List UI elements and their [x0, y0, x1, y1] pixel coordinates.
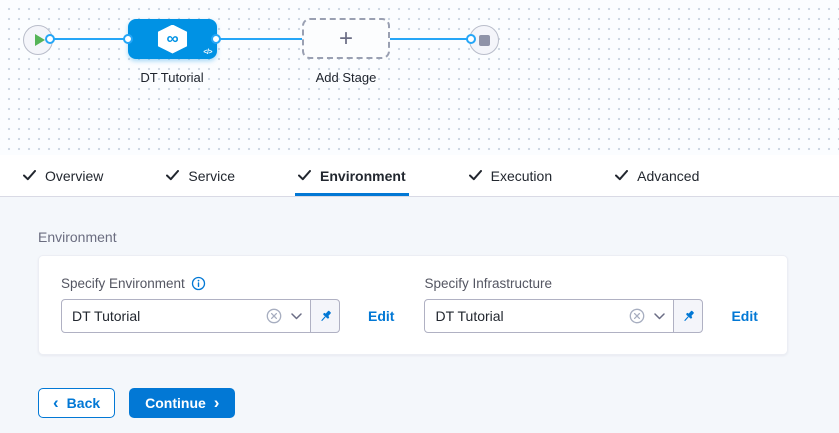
chevron-left-icon: ‹ — [53, 392, 59, 412]
deployment-hexagon-icon: ∞ — [157, 24, 188, 54]
back-button[interactable]: ‹ Back — [38, 388, 116, 418]
stop-icon — [478, 34, 490, 46]
stage-node-label: DT Tutorial — [140, 70, 204, 85]
code-badge-icon: </> — [203, 49, 212, 56]
check-icon — [615, 170, 629, 181]
tab-environment[interactable]: Environment — [295, 155, 409, 196]
chevron-down-icon[interactable] — [291, 312, 302, 320]
port-end-in — [466, 34, 476, 44]
edge-start-to-stage — [50, 38, 132, 40]
edit-environment-link[interactable]: Edit — [368, 308, 395, 324]
pipeline-canvas: ∞ </> DT Tutorial + Add Stage — [0, 0, 839, 155]
continue-button[interactable]: Continue › — [129, 388, 236, 418]
infrastructure-select[interactable] — [424, 299, 681, 333]
stage-node-dt-tutorial[interactable]: ∞ </> — [128, 19, 217, 59]
environment-tab-panel: Environment Specify Environment — [0, 197, 839, 433]
info-icon[interactable] — [191, 276, 206, 291]
chevron-down-icon[interactable] — [654, 312, 666, 320]
specify-environment-group: Specify Environment — [61, 276, 394, 333]
clear-icon[interactable] — [629, 308, 645, 324]
clear-icon[interactable] — [266, 308, 282, 324]
specify-environment-label: Specify Environment — [61, 276, 185, 291]
add-stage-label: Add Stage — [315, 70, 377, 85]
edge-stage-to-addstage — [215, 38, 303, 40]
port-start-out — [45, 34, 55, 44]
pin-icon — [320, 310, 331, 321]
chevron-right-icon: › — [213, 392, 220, 412]
environment-select[interactable] — [61, 299, 317, 333]
footer-actions: ‹ Back Continue › — [38, 388, 801, 418]
add-stage-button[interactable]: + — [302, 18, 390, 59]
section-title: Environment — [38, 229, 117, 245]
specify-infrastructure-group: Specify Infrastructure — [424, 276, 758, 333]
check-icon — [298, 170, 312, 181]
tab-advanced[interactable]: Advanced — [612, 155, 702, 196]
check-icon — [468, 170, 482, 181]
check-icon — [23, 170, 36, 181]
port-stage-in — [123, 34, 133, 44]
plus-icon: + — [338, 24, 353, 52]
edge-addstage-to-end — [389, 38, 472, 40]
tab-execution[interactable]: Execution — [466, 155, 555, 196]
port-stage-out — [211, 34, 221, 44]
infinity-icon: ∞ — [166, 28, 179, 48]
tab-service[interactable]: Service — [163, 155, 238, 196]
tab-overview[interactable]: Overview — [20, 155, 106, 196]
check-icon — [166, 170, 180, 181]
environment-card: Specify Environment — [38, 255, 788, 355]
specify-infrastructure-label: Specify Infrastructure — [424, 276, 553, 291]
edit-infrastructure-link[interactable]: Edit — [731, 308, 758, 324]
play-icon — [34, 34, 45, 46]
pin-icon — [684, 310, 694, 321]
stage-tabs: Overview Service Environment Execution A… — [0, 155, 839, 197]
